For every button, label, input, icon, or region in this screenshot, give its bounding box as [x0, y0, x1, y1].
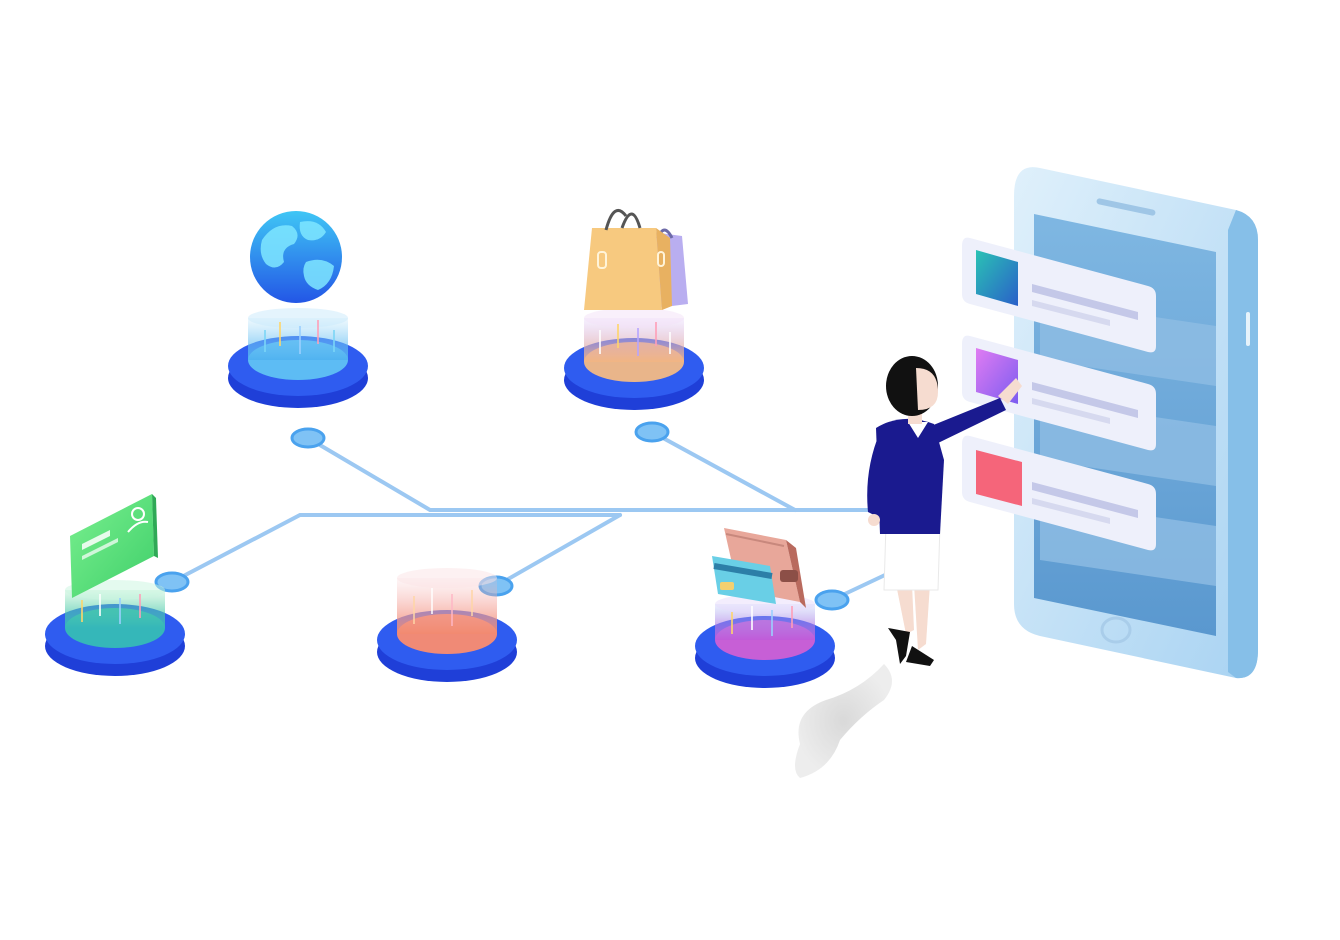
- platform-shopping: [564, 308, 704, 410]
- shopping-bags-icon: [584, 208, 688, 310]
- platform-empty: [377, 568, 517, 682]
- network-nodes: [154, 421, 850, 611]
- floating-card-3: [962, 435, 1156, 551]
- globe-icon: [250, 211, 342, 303]
- platform-id-card: [45, 580, 185, 676]
- floating-card-1: [962, 237, 1156, 353]
- network-lines: [170, 430, 887, 602]
- woman-shadow: [795, 664, 892, 778]
- id-card-icon: [70, 494, 158, 598]
- woman-figure: [867, 356, 1022, 666]
- platform-globe: [228, 308, 368, 408]
- wallet-icon: [712, 528, 806, 608]
- platform-wallet: [695, 594, 835, 688]
